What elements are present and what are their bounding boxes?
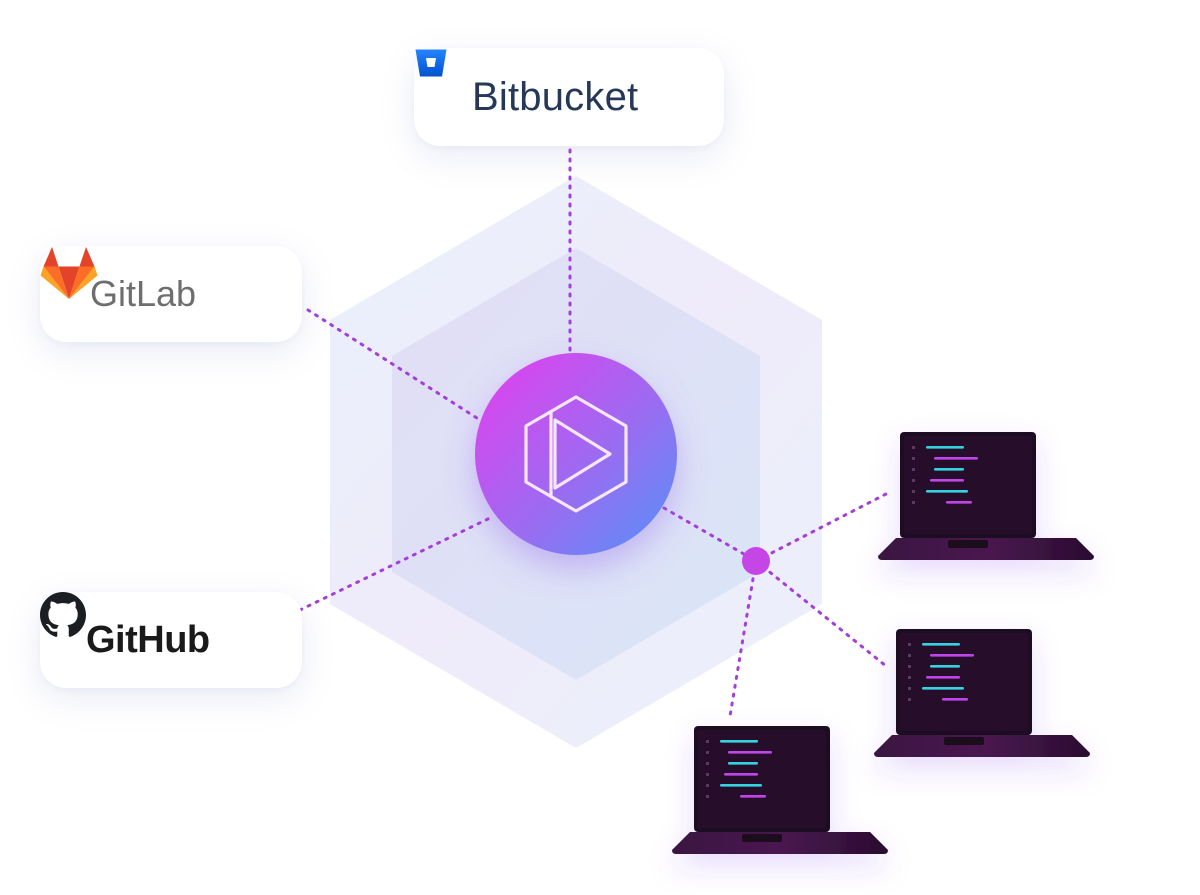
junction-dot [742,547,770,575]
connector-lines [298,148,888,718]
github-octocat-logo-icon [40,592,86,637]
gitlab-label: GitLab [90,273,197,314]
connector-laptop-right-top [754,492,888,563]
bitbucket-logo-icon [415,49,447,77]
laptop-right-top [878,432,1094,560]
bitbucket-card[interactable]: Bitbucket [414,48,724,146]
connector-github [298,514,496,612]
github-card[interactable]: GitHub [40,592,302,688]
connector-hub-junction [662,506,758,563]
laptop-bottom [672,726,888,854]
laptop-right-bottom [874,629,1090,757]
play-hexagon-logo-icon [524,395,628,513]
gitlab-fox-logo-icon [40,247,98,299]
hub [475,353,677,555]
bitbucket-label: Bitbucket [472,74,639,119]
gitlab-card[interactable]: GitLab [40,246,302,342]
github-label: GitHub [86,618,210,661]
connector-laptop-bottom [728,559,758,718]
connector-gitlab [306,308,482,422]
connector-laptop-right-bottom [754,559,888,668]
